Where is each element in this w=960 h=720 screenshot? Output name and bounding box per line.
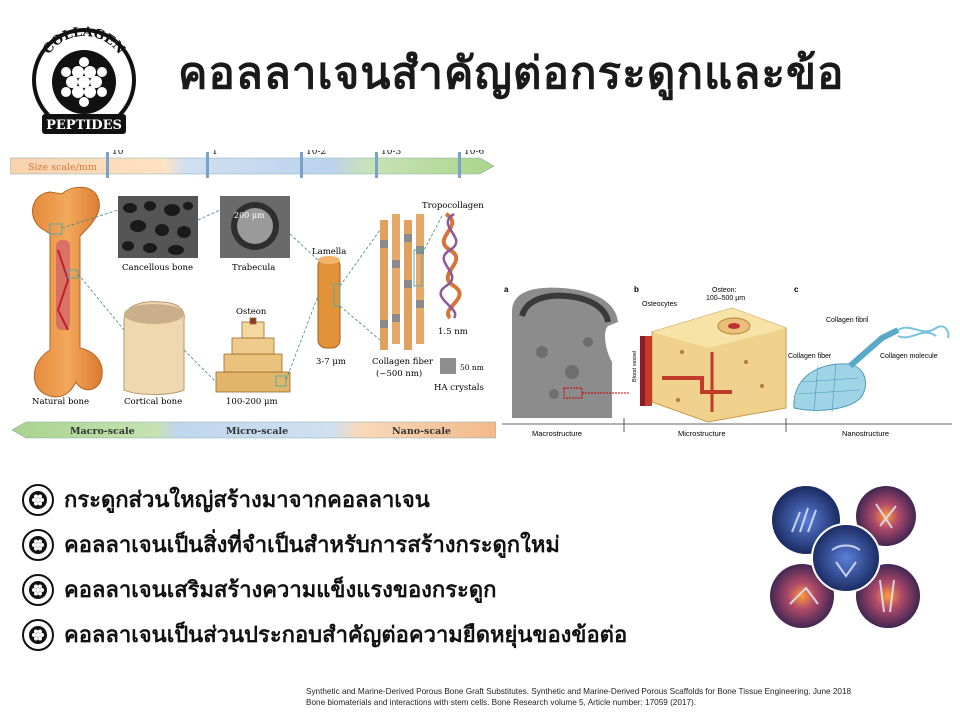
lamella-size: 3-7 μm [316,357,346,367]
trabecula-label: Trabecula [232,263,275,273]
scale-tick: 10 [112,150,124,157]
panel-letter: c [794,285,799,294]
references: Synthetic and Marine-Derived Porous Bone… [306,686,956,708]
osteon-size: 100-200 μm [226,397,278,407]
bullet-list: กระดูกส่วนใหญ่สร้างมาจากคอลลาเจน คอลลาเจ… [22,477,762,657]
page-title: คอลลาเจนสำคัญต่อกระดูกและข้อ [178,48,845,99]
size-scale-label: Size scale/mm [28,162,97,173]
bullet-item: คอลลาเจนเสริมสร้างความแข็งแรงของกระดูก [22,567,762,612]
ha-crystals-label: HA crystals [434,383,484,393]
collagen-fiber-label: Collagen fiber [372,357,434,367]
microstructure-caption: Microstructure [678,429,726,438]
cortical-bone-label: Cortical bone [124,397,182,407]
cortical-bone-image [123,301,185,395]
nanostructure-image [793,325,950,413]
macrostructure-image [512,287,618,418]
bone-hierarchy-figure: Size scale/mm 10 1 10-2 10-3 10-6 Natura… [10,150,496,439]
nanostructure-caption: Nanostructure [842,429,889,438]
cancellous-bone-label: Cancellous bone [122,263,193,273]
tropocollagen-label: Tropocollagen [422,201,484,211]
osteon-label-right: Osteon: [712,287,737,294]
trabecula-size: 200 μm [234,211,265,220]
collagen-fibril-label: Collagen fibril [826,317,869,324]
collagen-fiber-label-right: Collagen fiber [788,353,832,360]
joints-image [770,486,920,628]
ha-size: 50 nm [460,363,484,372]
collagen-logo-icon [22,573,54,606]
micro-scale-label: Micro-scale [226,426,288,437]
logo-bottom-text: PEPTIDES [46,118,122,133]
panel-letter: a [504,285,509,294]
reference-line: Bone biomaterials and interactions with … [306,698,697,707]
collagen-peptides-logo: COLLAGEN PEPTIDES [32,25,136,134]
panel-letter: b [634,285,639,294]
scale-tick: 10-3 [381,150,401,157]
microstructure-image [640,307,787,423]
bullet-text: คอลลาเจนเป็นสิ่งที่จำเป็นสำหรับการสร้างก… [64,533,560,558]
osteon-label: Osteon [236,307,267,317]
osteon-size-right: 100–500 μm [706,295,745,302]
lamella-label: Lamella [312,247,346,257]
nano-scale-label: Nano-scale [392,426,451,437]
lamella-image [317,257,341,349]
macrostructure-caption: Macrostructure [532,429,582,438]
ha-crystal [440,358,456,374]
bullet-text: คอลลาเจนเป็นส่วนประกอบสำคัญต่อความยืดหยุ… [64,623,628,648]
tropocollagen-size: 1.5 nm [438,327,468,337]
collagen-fiber-image [380,214,424,350]
blood-vessel-label: Blood vessel [632,351,638,382]
bullet-item: คอลลาเจนเป็นสิ่งที่จำเป็นสำหรับการสร้างก… [22,522,762,567]
macro-scale-label: Macro-scale [70,426,135,437]
scale-tick: 10-2 [306,150,326,157]
osteocytes-label: Osteocytes [642,301,678,308]
tropocollagen-helix [441,212,462,320]
bullet-text: คอลลาเจนเสริมสร้างความแข็งแรงของกระดูก [64,578,497,603]
scale-tick: 10-6 [464,150,484,157]
bullet-text: กระดูกส่วนใหญ่สร้างมาจากคอลลาเจน [64,488,430,513]
collagen-logo-icon [22,483,54,516]
scale-tick: 1 [212,150,218,157]
collagen-logo-icon [22,618,54,651]
osteon-image [215,317,291,393]
bone-structure-figure: a Macrostructure b Osteocytes Osteon: 10… [502,285,952,438]
collagen-logo-icon [22,528,54,561]
collagen-molecule-label: Collagen molecule [880,353,938,360]
reference-line: Synthetic and Marine-Derived Porous Bone… [306,687,852,696]
bullet-item: กระดูกส่วนใหญ่สร้างมาจากคอลลาเจน [22,477,762,522]
collagen-fiber-size: (~500 nm) [376,368,422,379]
bullet-item: คอลลาเจนเป็นส่วนประกอบสำคัญต่อความยืดหยุ… [22,612,762,657]
natural-bone-label: Natural bone [32,397,89,407]
